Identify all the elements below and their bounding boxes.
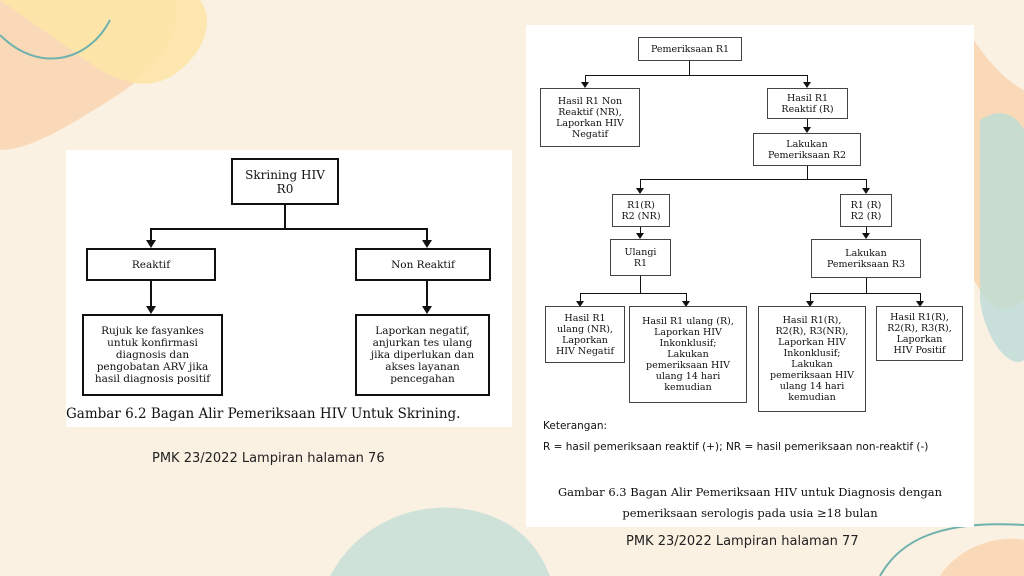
reaktif-box: Reaktif xyxy=(86,248,216,281)
source-left: PMK 23/2022 Lampiran halaman 76 xyxy=(152,451,385,466)
r1r-r2r-box: R1 (R) R2 (R) xyxy=(840,194,892,227)
hasil-r1-reaktif-box: Hasil R1 Reaktif (R) xyxy=(767,88,848,119)
diagnosis-flowchart-panel: Pemeriksaan R1 Hasil R1 Non Reaktif (NR)… xyxy=(526,25,974,527)
hasil-r1-ulang-r-box: Hasil R1 ulang (R), Laporkan HIV Inkonkl… xyxy=(629,306,747,403)
r1r-r2nr-box: R1(R) R2 (NR) xyxy=(612,194,670,227)
ulangi-r1-box: Ulangi R1 xyxy=(610,239,671,276)
figure-6-3-caption-line-2: pemeriksaan serologis pada usia ≥18 bula… xyxy=(622,506,878,520)
decor-yellow-blob-top-left xyxy=(0,0,208,84)
legend-title: Keterangan: xyxy=(543,420,608,432)
skrining-hiv-r0-box: Skrining HIV R0 xyxy=(231,158,339,205)
non-reaktif-box: Non Reaktif xyxy=(355,248,491,281)
figure-6-2-caption: Gambar 6.2 Bagan Alir Pemeriksaan HIV Un… xyxy=(66,406,461,422)
hasil-r3-nr-inkonklusif-box: Hasil R1(R), R2(R), R3(NR), Laporkan HIV… xyxy=(758,306,866,412)
lakukan-pemeriksaan-r3-box: Lakukan Pemeriksaan R3 xyxy=(811,239,921,278)
decor-teal-blob-bottom-left xyxy=(330,507,550,576)
rujuk-fasyankes-box: Rujuk ke fasyankes untuk konfirmasi diag… xyxy=(82,314,223,396)
legend-text: R = hasil pemeriksaan reaktif (+); NR = … xyxy=(543,441,929,453)
hasil-hiv-positif-box: Hasil R1(R), R2(R), R3(R), Laporkan HIV … xyxy=(876,306,963,361)
decor-teal-blob-right xyxy=(980,113,1024,362)
figure-6-3-caption-line-1: Gambar 6.3 Bagan Alir Pemeriksaan HIV un… xyxy=(558,485,942,499)
decor-peach-blob-bottom-right xyxy=(940,538,1024,576)
decor-teal-curve-top-left xyxy=(0,19,111,60)
pemeriksaan-r1-box: Pemeriksaan R1 xyxy=(638,37,742,61)
laporkan-negatif-box: Laporkan negatif, anjurkan tes ulang jik… xyxy=(355,314,490,396)
skrining-flowchart-panel: Skrining HIV R0 Reaktif Non Reaktif Ruju… xyxy=(66,150,512,427)
decor-teal-curve-bottom-right xyxy=(879,523,1024,576)
source-right: PMK 23/2022 Lampiran halaman 77 xyxy=(626,534,859,549)
hasil-r1-ulang-nr-box: Hasil R1 ulang (NR), Laporkan HIV Negati… xyxy=(545,306,625,363)
hasil-r1-non-reaktif-box: Hasil R1 Non Reaktif (NR), Laporkan HIV … xyxy=(540,88,640,147)
lakukan-pemeriksaan-r2-box: Lakukan Pemeriksaan R2 xyxy=(753,133,861,166)
